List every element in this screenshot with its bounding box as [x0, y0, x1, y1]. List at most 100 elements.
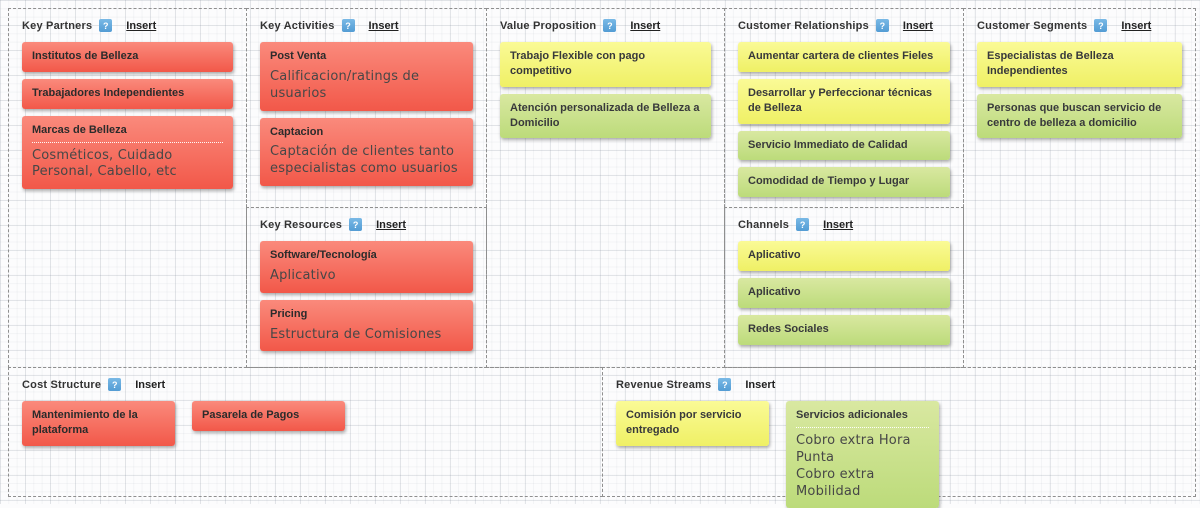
- sticky-note[interactable]: Pricing Estructura de Comisiones: [260, 299, 473, 352]
- insert-link[interactable]: Insert: [135, 378, 166, 391]
- sticky-note[interactable]: Aplicativo: [738, 241, 950, 271]
- insert-link[interactable]: Insert: [823, 218, 854, 231]
- sticky-note[interactable]: Servicios adicionales Cobro extra Hora P…: [786, 401, 939, 508]
- note-title: Aumentar cartera de clientes Fieles: [748, 50, 934, 62]
- note-title: Software/Tecnología: [270, 249, 377, 261]
- section-title: Key Activities: [260, 19, 335, 32]
- note-title: Trabajadores Independientes: [32, 86, 185, 99]
- section-header: Customer Segments ? Insert: [977, 19, 1183, 32]
- help-icon[interactable]: ?: [341, 19, 355, 32]
- note-title: Comodidad de Tiempo y Lugar: [748, 175, 910, 188]
- note-body: Cobro extra Hora Punta Cobro extra Mobil…: [796, 432, 911, 499]
- sticky-note[interactable]: Aumentar cartera de clientes Fieles: [738, 42, 950, 72]
- note-title: Post Venta: [270, 50, 327, 62]
- note-title: Trabajo Flexible con pago competitivo: [510, 50, 646, 77]
- note-title: Redes Sociales: [748, 322, 829, 335]
- notes-list: Mantenimiento de la plataforma Pasarela …: [22, 401, 589, 446]
- note-title: Mantenimiento de la plataforma: [32, 409, 138, 436]
- section-title: Channels: [738, 218, 790, 231]
- note-title: Servicio Immediato de Calidad: [748, 138, 908, 151]
- sticky-note[interactable]: Mantenimiento de la plataforma: [22, 401, 175, 446]
- sticky-note[interactable]: Software/Tecnología Aplicativo: [260, 241, 473, 293]
- section-title: Customer Relationships: [738, 19, 869, 32]
- section-header: Cost Structure ? Insert: [22, 378, 590, 391]
- section-header: Revenue Streams ? Insert: [616, 378, 1183, 391]
- sticky-note[interactable]: Desarrollar y Perfeccionar técnicas de B…: [738, 78, 950, 124]
- insert-link[interactable]: Insert: [1121, 19, 1152, 32]
- sticky-note[interactable]: Especialistas de Belleza Independientes: [977, 42, 1182, 87]
- insert-link[interactable]: Insert: [376, 218, 407, 231]
- section-channels: Channels ? Insert Aplicativo Aplicativo …: [724, 207, 964, 368]
- help-icon[interactable]: ?: [796, 218, 810, 231]
- note-title: Pasarela de Pagos: [202, 409, 300, 421]
- sticky-note[interactable]: Captacion Captación de clientes tanto es…: [260, 117, 473, 187]
- sticky-note[interactable]: Atención personalizada de Belleza a Domi…: [500, 93, 711, 139]
- notes-list: Software/Tecnología Aplicativo Pricing E…: [260, 241, 473, 352]
- section-key-partners: Key Partners ? Insert Institutos de Bell…: [8, 8, 247, 368]
- insert-link[interactable]: Insert: [745, 378, 776, 391]
- section-title: Value Proposition: [500, 19, 597, 32]
- help-icon[interactable]: ?: [108, 378, 122, 391]
- section-header: Customer Relationships ? Insert: [738, 19, 951, 32]
- notes-list: Especialistas de Belleza Independientes …: [977, 42, 1182, 139]
- note-body: Estructura de Comisiones: [270, 326, 442, 342]
- section-title: Revenue Streams: [616, 378, 712, 391]
- note-title: Captacion: [270, 125, 324, 138]
- note-divider: [796, 426, 929, 428]
- note-title: Marcas de Belleza: [32, 123, 127, 136]
- notes-list: Post Venta Calificacion/ratings de usuar…: [260, 42, 473, 187]
- sticky-note[interactable]: Marcas de Belleza Cosméticos, Cuidado Pe…: [22, 115, 233, 190]
- help-icon[interactable]: ?: [349, 218, 363, 231]
- sticky-note[interactable]: Post Venta Calificacion/ratings de usuar…: [260, 42, 473, 111]
- sticky-note[interactable]: Pasarela de Pagos: [192, 401, 345, 431]
- section-title: Cost Structure: [22, 378, 102, 391]
- sticky-note[interactable]: Trabajo Flexible con pago competitivo: [500, 42, 711, 87]
- section-title: Customer Segments: [977, 19, 1088, 32]
- sticky-note[interactable]: Servicio Immediato de Calidad: [738, 130, 950, 161]
- notes-list: Aplicativo Aplicativo Redes Sociales: [738, 241, 950, 345]
- sticky-note[interactable]: Redes Sociales: [738, 314, 950, 345]
- insert-link[interactable]: Insert: [630, 19, 661, 32]
- note-title: Pricing: [270, 307, 308, 320]
- section-revenue-streams: Revenue Streams ? Insert Comisión por se…: [602, 367, 1196, 508]
- section-header: Key Resources ? Insert: [260, 218, 474, 231]
- note-title: Personas que buscan servicio de centro d…: [987, 101, 1162, 129]
- sticky-note[interactable]: Comisión por servicio entregado: [616, 401, 769, 446]
- insert-link[interactable]: Insert: [902, 19, 933, 32]
- section-value-proposition: Value Proposition ? Insert Trabajo Flexi…: [486, 8, 725, 368]
- help-icon[interactable]: ?: [718, 378, 732, 391]
- section-header: Key Activities ? Insert: [260, 19, 474, 32]
- sticky-note[interactable]: Aplicativo: [738, 277, 950, 308]
- note-title: Especialistas de Belleza Independientes: [987, 50, 1114, 77]
- insert-link[interactable]: Insert: [368, 19, 399, 32]
- section-header: Key Partners ? Insert: [22, 19, 234, 32]
- note-body: Captación de clientes tanto especialista…: [270, 144, 458, 177]
- note-divider: [32, 141, 223, 143]
- help-icon[interactable]: ?: [1094, 19, 1108, 32]
- section-customer-relationships: Customer Relationships ? Insert Aumentar…: [724, 8, 964, 208]
- note-title: Aplicativo: [748, 285, 801, 298]
- note-title: Comisión por servicio entregado: [626, 409, 742, 436]
- note-title: Desarrollar y Perfeccionar técnicas de B…: [748, 86, 933, 114]
- sticky-note[interactable]: Comodidad de Tiempo y Lugar: [738, 167, 950, 198]
- section-header: Channels ? Insert: [738, 218, 951, 231]
- section-key-resources: Key Resources ? Insert Software/Tecnolog…: [246, 207, 487, 368]
- sticky-note[interactable]: Trabajadores Independientes: [22, 78, 233, 109]
- section-title: Key Resources: [260, 218, 343, 231]
- note-title: Institutos de Belleza: [32, 50, 139, 62]
- section-cost-structure: Cost Structure ? Insert Mantenimiento de…: [8, 367, 603, 497]
- section-customer-segments: Customer Segments ? Insert Especialistas…: [963, 8, 1196, 368]
- sticky-note[interactable]: Institutos de Belleza: [22, 42, 233, 72]
- section-title: Key Partners: [22, 19, 93, 32]
- insert-link[interactable]: Insert: [126, 19, 157, 32]
- section-key-activities: Key Activities ? Insert Post Venta Calif…: [246, 8, 487, 208]
- help-icon[interactable]: ?: [603, 19, 617, 32]
- help-icon[interactable]: ?: [99, 19, 113, 32]
- section-header: Value Proposition ? Insert: [500, 19, 712, 32]
- notes-list: Institutos de Belleza Trabajadores Indep…: [22, 42, 233, 190]
- note-title: Aplicativo: [748, 249, 801, 261]
- notes-list: Comisión por servicio entregado Servicio…: [616, 401, 1182, 508]
- help-icon[interactable]: ?: [875, 19, 889, 32]
- sticky-note[interactable]: Personas que buscan servicio de centro d…: [977, 93, 1182, 139]
